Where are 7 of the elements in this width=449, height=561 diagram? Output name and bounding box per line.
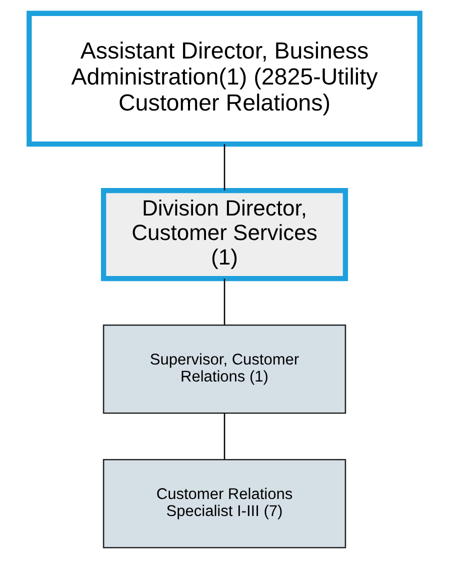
node-box: Assistant Director, Business Administration(1) (2825-Utility Customer Relations) <box>26 10 422 147</box>
connector <box>224 144 226 190</box>
connector <box>224 278 226 325</box>
node-box: Customer Relations Specialist I-III (7) <box>102 459 346 548</box>
node-box: Supervisor, Customer Relations (1) <box>102 324 346 414</box>
connector <box>224 413 226 460</box>
node-box: Division Director, Customer Services (1) <box>100 188 348 282</box>
